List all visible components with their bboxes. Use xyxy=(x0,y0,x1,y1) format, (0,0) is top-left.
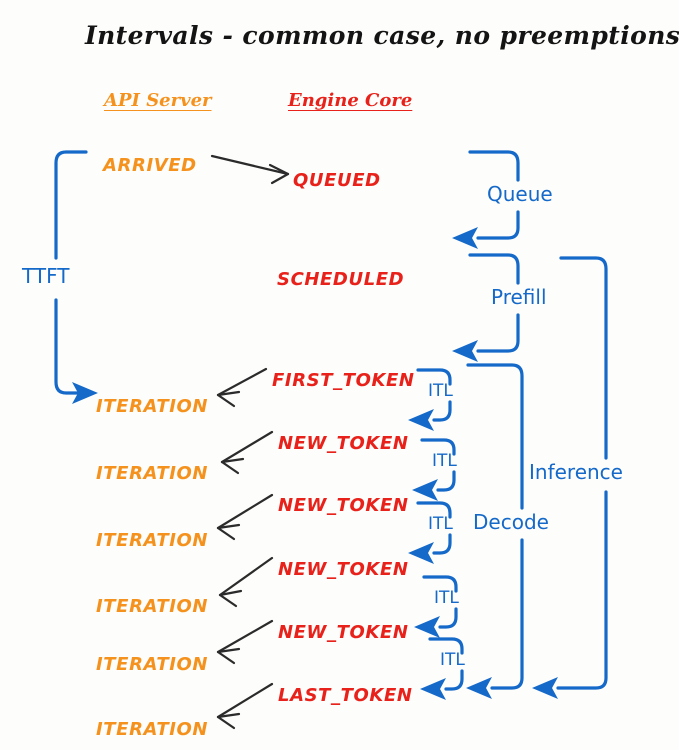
arrow-token-to-iteration-4-head xyxy=(218,589,243,608)
interval-label-decode: Decode xyxy=(473,510,549,534)
prefill-bracket-bottom xyxy=(476,313,520,353)
arrow-token-to-iteration-2 xyxy=(220,430,274,464)
arrow-token-to-iteration-6-head xyxy=(216,712,241,730)
interval-label-itl-2: ITL xyxy=(432,451,457,471)
engine-state-new-token-4: NEW_TOKEN xyxy=(278,622,409,643)
interval-label-inference: Inference xyxy=(529,460,623,484)
decode-bracket-top xyxy=(466,363,524,510)
arrow-token-to-iteration-3 xyxy=(216,493,274,530)
itl-bracket-2-bottom xyxy=(436,470,456,492)
api-state-arrived: ARRIVED xyxy=(103,155,197,176)
inference-bracket-bottom xyxy=(556,490,608,690)
arrow-token-to-iteration-5 xyxy=(216,619,274,654)
engine-state-scheduled: SCHEDULED xyxy=(277,269,405,290)
itl-bracket-3-top xyxy=(416,501,452,519)
itl-bracket-5-top xyxy=(428,637,464,655)
api-state-iteration-2: ITERATION xyxy=(96,463,209,484)
arrow-token-to-iteration-3-head xyxy=(216,523,241,541)
arrow-token-to-iteration-2-head xyxy=(220,457,245,475)
api-state-iteration-4: ITERATION xyxy=(96,596,209,617)
arrow-token-to-iteration-4 xyxy=(218,556,274,597)
arrow-token-to-iteration-5-head xyxy=(216,647,241,665)
engine-state-first-token: FIRST_TOKEN xyxy=(272,370,415,391)
column-header-engine-core: Engine Core xyxy=(288,90,413,111)
api-state-iteration-1: ITERATION xyxy=(96,396,209,417)
inference-bracket-top xyxy=(559,256,608,460)
decode-bracket-bottom xyxy=(490,538,524,690)
interval-label-ttft: TTFT xyxy=(22,264,70,288)
itl-bracket-4-bottom xyxy=(438,607,458,629)
arrow-token-to-iteration-1 xyxy=(216,367,268,397)
arrow-arrived-to-queued xyxy=(210,154,290,176)
column-header-api-server: API Server xyxy=(104,90,212,111)
arrow-arrived-to-queued-head xyxy=(268,163,290,185)
itl-bracket-1-bottom xyxy=(432,400,452,422)
interval-label-queue: Queue xyxy=(487,182,553,206)
itl-bracket-2-top xyxy=(420,438,456,456)
ttft-bracket-top xyxy=(54,150,88,260)
interval-label-prefill: Prefill xyxy=(491,285,547,309)
engine-state-queued: QUEUED xyxy=(293,170,381,191)
itl-bracket-3-bottom xyxy=(432,533,452,555)
itl-bracket-4-top xyxy=(422,575,458,593)
interval-label-itl-3: ITL xyxy=(428,514,453,534)
itl-bracket-5-bottom xyxy=(444,669,464,691)
engine-state-new-token-2: NEW_TOKEN xyxy=(278,495,409,516)
arrow-token-to-iteration-1-head xyxy=(216,390,241,408)
arrow-token-to-iteration-6 xyxy=(216,682,274,719)
queue-bracket-bottom xyxy=(476,210,520,240)
diagram-title: Intervals - common case, no preemptions xyxy=(85,21,679,50)
itl-bracket-1-top xyxy=(416,368,452,386)
interval-label-itl-1: ITL xyxy=(428,381,453,401)
api-state-iteration-5: ITERATION xyxy=(96,654,209,675)
engine-state-last-token: LAST_TOKEN xyxy=(278,685,413,706)
queue-bracket-top xyxy=(468,150,520,182)
engine-state-new-token-3: NEW_TOKEN xyxy=(278,559,409,580)
prefill-bracket-top xyxy=(468,253,520,285)
api-state-iteration-3: ITERATION xyxy=(96,530,209,551)
api-state-iteration-6: ITERATION xyxy=(96,719,209,740)
interval-label-itl-5: ITL xyxy=(440,650,465,670)
engine-state-new-token-1: NEW_TOKEN xyxy=(278,433,409,454)
ttft-bracket-bottom xyxy=(54,298,80,395)
interval-label-itl-4: ITL xyxy=(434,588,459,608)
